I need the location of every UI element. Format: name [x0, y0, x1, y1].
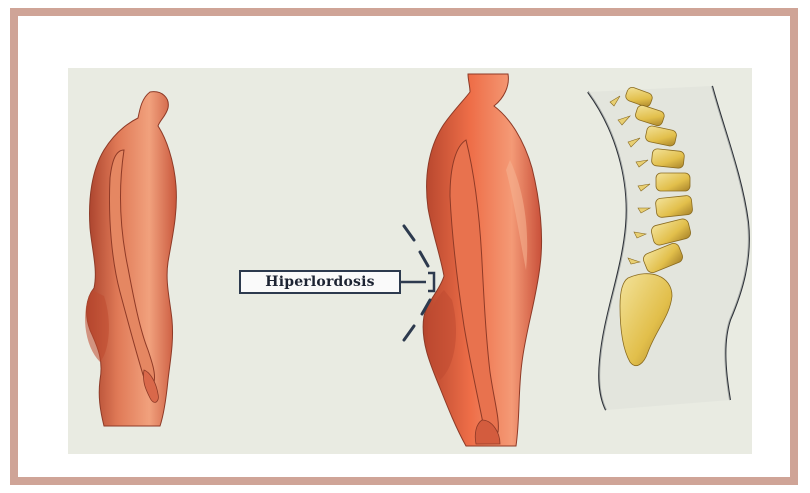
hiperlordosis-label: Hiperlordosis: [239, 270, 401, 294]
spine-diagram: [588, 86, 749, 410]
hyperlordosis-figure: [423, 74, 541, 446]
normal-posture-figure: [85, 92, 176, 426]
callout-leader: [401, 273, 434, 291]
